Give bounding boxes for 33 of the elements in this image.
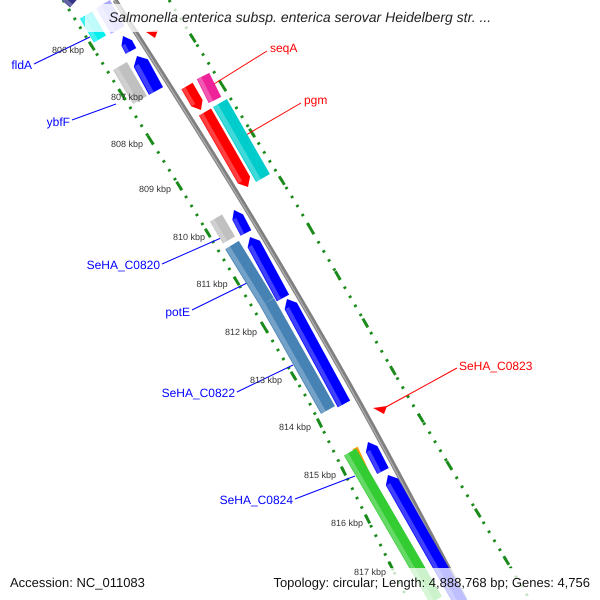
gene-label: pgm — [304, 94, 328, 106]
leader-line — [72, 104, 116, 120]
leader-line — [294, 476, 356, 500]
gene-bar — [213, 99, 270, 182]
scale-label: 817 kbp — [354, 568, 386, 576]
map-title: Salmonella enterica subsp. enterica serovar Heidelberg str. ... — [108, 10, 492, 24]
leader-line — [214, 50, 268, 84]
gene-label: seqA — [270, 42, 298, 54]
scale-label: 811 kbp — [196, 280, 228, 288]
gene-marker — [373, 406, 387, 414]
leader-line — [192, 282, 248, 310]
gene-label: fldA — [11, 59, 32, 71]
scale-label: 816 kbp — [330, 518, 364, 528]
scale-label: 808 kbp — [110, 140, 144, 148]
scale-label: 809 kbp — [138, 184, 172, 194]
scale-label: 813 kbp — [250, 376, 282, 384]
leader-line — [246, 102, 302, 136]
gene-label: SeHA_C0822 — [162, 387, 235, 399]
gene-bar — [196, 72, 222, 104]
accession-text: Accession: NC_011083 — [10, 576, 145, 588]
scale-label: 814 kbp — [278, 422, 312, 432]
leader-line — [162, 238, 222, 264]
gene-label: SeHA_C0824 — [220, 494, 293, 506]
gene-label: potE — [165, 306, 190, 318]
genome-info-text: Topology: circular; Length: 4,888,768 bp; Genes: 4,756 — [273, 576, 590, 588]
gene-bar — [113, 62, 147, 104]
gene-label: SeHA_C0820 — [86, 259, 160, 271]
leader-line — [236, 364, 294, 392]
gene-bar — [210, 214, 236, 244]
leader-line — [386, 368, 458, 408]
gene-label: ybfF — [46, 116, 70, 128]
gene-label: SeHA_C0823 — [459, 360, 532, 372]
leader-line — [34, 36, 90, 64]
